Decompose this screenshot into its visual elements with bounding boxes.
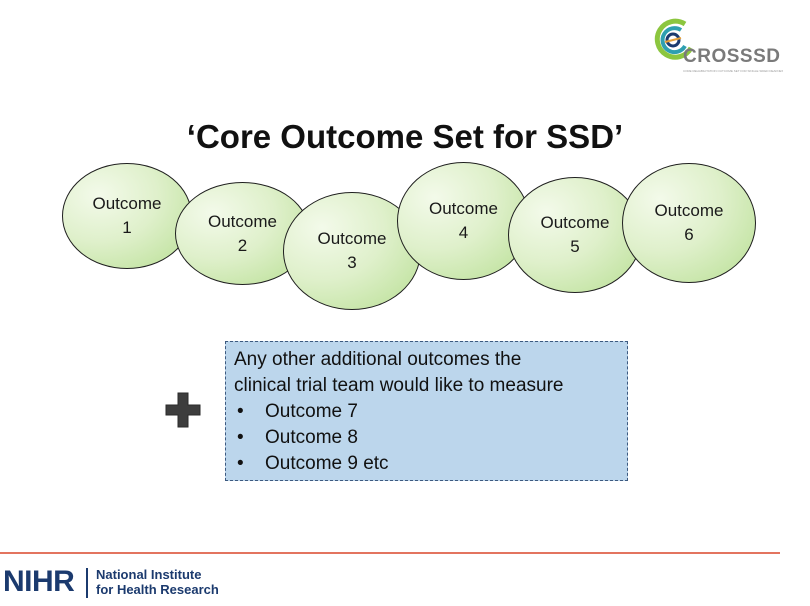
nihr-name: National Institute for Health Research xyxy=(96,567,266,597)
nihr-wordmark: NIHR xyxy=(3,565,75,598)
outcome-number: 5 xyxy=(570,237,580,256)
outcome-number: 2 xyxy=(237,235,248,255)
additional-outcomes-box: Any other additional outcomes the clinic… xyxy=(225,341,628,481)
slide-title: ‘Core Outcome Set for SSD’ xyxy=(186,118,624,155)
outcome-number: 6 xyxy=(684,225,694,244)
outcome-oval-6: Outcome 6 xyxy=(622,163,756,283)
list-item-label: Outcome 8 xyxy=(265,427,358,448)
nihr-name-line-1: National Institute xyxy=(96,567,202,582)
outcome-label: Outcome xyxy=(654,201,724,220)
nihr-divider xyxy=(86,568,88,598)
footer-divider xyxy=(0,552,780,554)
list-item: • Outcome 9 etc xyxy=(234,451,619,477)
logo-tagline: CORE REHABILITATION OUTCOME SET FOR SING… xyxy=(683,69,783,73)
bullet-icon: • xyxy=(237,453,244,474)
list-item: • Outcome 8 xyxy=(234,425,619,451)
outcome-label: Outcome xyxy=(92,194,162,213)
logo-wordmark: CROSSSD xyxy=(683,46,781,67)
nihr-name-line-2: for Health Research xyxy=(96,582,219,597)
outcome-number: 1 xyxy=(122,218,132,237)
list-item-label: Outcome 7 xyxy=(265,401,358,422)
outcome-oval-5: Outcome 5 xyxy=(508,177,642,293)
additional-outcomes-list: • Outcome 7 • Outcome 8 • Outcome 9 etc xyxy=(234,399,619,477)
additional-heading-line-2: clinical trial team would like to measur… xyxy=(234,375,564,396)
outcome-oval-4: Outcome 4 xyxy=(397,162,530,280)
outcome-label: Outcome xyxy=(208,211,277,231)
bullet-icon: • xyxy=(237,427,244,448)
bullet-icon: • xyxy=(237,401,244,422)
outcome-number: 4 xyxy=(458,223,469,242)
outcome-label: Outcome xyxy=(317,229,387,248)
outcome-label: Outcome xyxy=(540,213,610,232)
outcome-number: 3 xyxy=(347,253,357,272)
crosssd-logo: CROSSSD CORE REHABILITATION OUTCOME SET … xyxy=(651,18,783,78)
list-item: • Outcome 7 xyxy=(234,399,619,425)
outcome-oval-1: Outcome 1 xyxy=(62,163,192,269)
list-item-label: Outcome 9 etc xyxy=(265,453,389,474)
outcome-label: Outcome xyxy=(429,199,498,218)
plus-icon xyxy=(165,392,201,428)
additional-heading-line-1: Any other additional outcomes the xyxy=(234,349,522,370)
crosssd-logo-icon xyxy=(654,18,694,60)
